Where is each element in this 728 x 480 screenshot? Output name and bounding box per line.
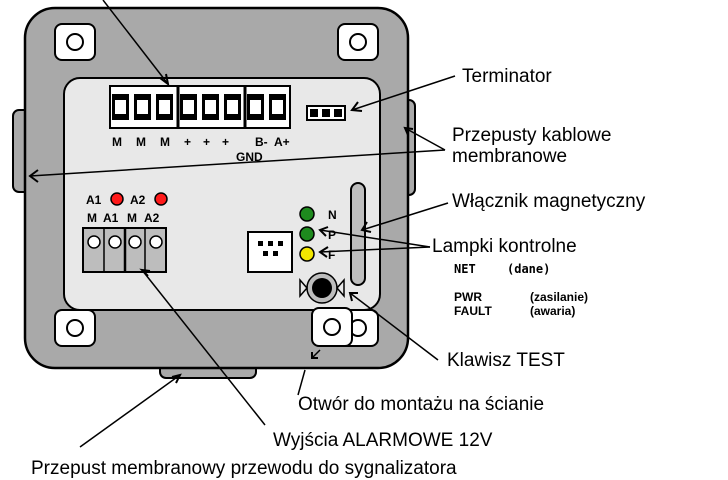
label-fault-desc: (awaria) <box>530 304 575 318</box>
label-net-code: NET <box>454 262 476 276</box>
wall-mount-hole <box>311 307 353 347</box>
led-letter-p: P <box>328 228 336 242</box>
terminal-pin-label: A+ <box>274 135 290 149</box>
terminal-slot-opening <box>115 100 126 114</box>
led-letter-f: F <box>328 248 335 262</box>
led-letter-n: N <box>328 208 337 222</box>
led-pwr <box>299 226 315 242</box>
label-fault-code: FAULT <box>454 304 492 318</box>
terminal-slot-opening <box>137 100 148 114</box>
alarm-leds: A1 A2 <box>86 192 168 207</box>
mount-hole-bottom-left <box>54 309 96 347</box>
alarm-led-a2 <box>154 192 168 206</box>
terminal-slot-opening <box>183 100 194 114</box>
label-alarm-outputs: Wyjścia ALARMOWE 12V <box>273 430 493 451</box>
mount-hole-top-left <box>54 23 96 61</box>
alarm-pin-label: A2 <box>144 211 160 225</box>
label-test-key: Klawisz TEST <box>447 350 565 371</box>
terminal-pin-label: M <box>112 135 122 149</box>
label-wall-mount-hole: Otwór do montażu na ścianie <box>298 394 544 415</box>
led-net <box>299 206 315 222</box>
alarm-terminal-screw <box>108 235 122 249</box>
terminal-slot-opening <box>205 100 216 114</box>
terminal-pin-label: + <box>184 135 191 149</box>
gnd-label: GND <box>236 150 263 164</box>
status-leds: N P F <box>299 206 337 262</box>
terminal-slot-opening <box>250 100 261 114</box>
terminal-pin-label: B- <box>255 135 268 149</box>
label-pwr-code: PWR <box>454 290 482 304</box>
label-cable-glands-1: Przepusty kablowe <box>452 125 611 146</box>
terminal-block-main: M M M + + + B- A+ GND <box>109 85 291 164</box>
alarm-led-label-a2: A2 <box>130 193 146 207</box>
alarm-pin-label: A1 <box>103 211 119 225</box>
label-cable-glands-2: membranowe <box>452 146 567 167</box>
terminal-pin-label: M <box>160 135 170 149</box>
label-indicator-lamps: Lampki kontrolne <box>432 236 577 257</box>
label-net-desc: (dane) <box>507 262 550 276</box>
terminal-pin-label: M <box>136 135 146 149</box>
magnetic-switch-slot <box>350 182 366 286</box>
led-fault <box>299 246 315 262</box>
alarm-led-label-a1: A1 <box>86 193 102 207</box>
mounting-holes <box>54 23 379 347</box>
terminal-slot-opening <box>159 100 170 114</box>
label-signaller-gland: Przepust membranowy przewodu do sygnaliz… <box>31 458 457 479</box>
service-connector <box>247 231 293 273</box>
terminal-pin-label: + <box>222 135 229 149</box>
leader-lines <box>28 0 456 448</box>
terminal-slot-opening <box>227 100 238 114</box>
alarm-terminal-screw <box>149 235 163 249</box>
label-magnetic-switch: Włącznik magnetyczny <box>452 191 646 212</box>
alarm-output-terminal: M A1 M A2 <box>82 211 167 273</box>
terminator-jumper <box>306 105 346 121</box>
alarm-pin-label: M <box>127 211 137 225</box>
alarm-terminal-screw <box>87 235 101 249</box>
alarm-pin-label: M <box>87 211 97 225</box>
alarm-led-a1 <box>110 192 124 206</box>
terminal-pin-label: + <box>203 135 210 149</box>
test-key <box>299 272 345 304</box>
alarm-terminal-screw <box>128 235 142 249</box>
label-pwr-desc: (zasilanie) <box>530 290 588 304</box>
terminal-slot-opening <box>272 100 283 114</box>
mount-hole-top-right <box>337 23 379 61</box>
label-terminator: Terminator <box>462 66 552 87</box>
